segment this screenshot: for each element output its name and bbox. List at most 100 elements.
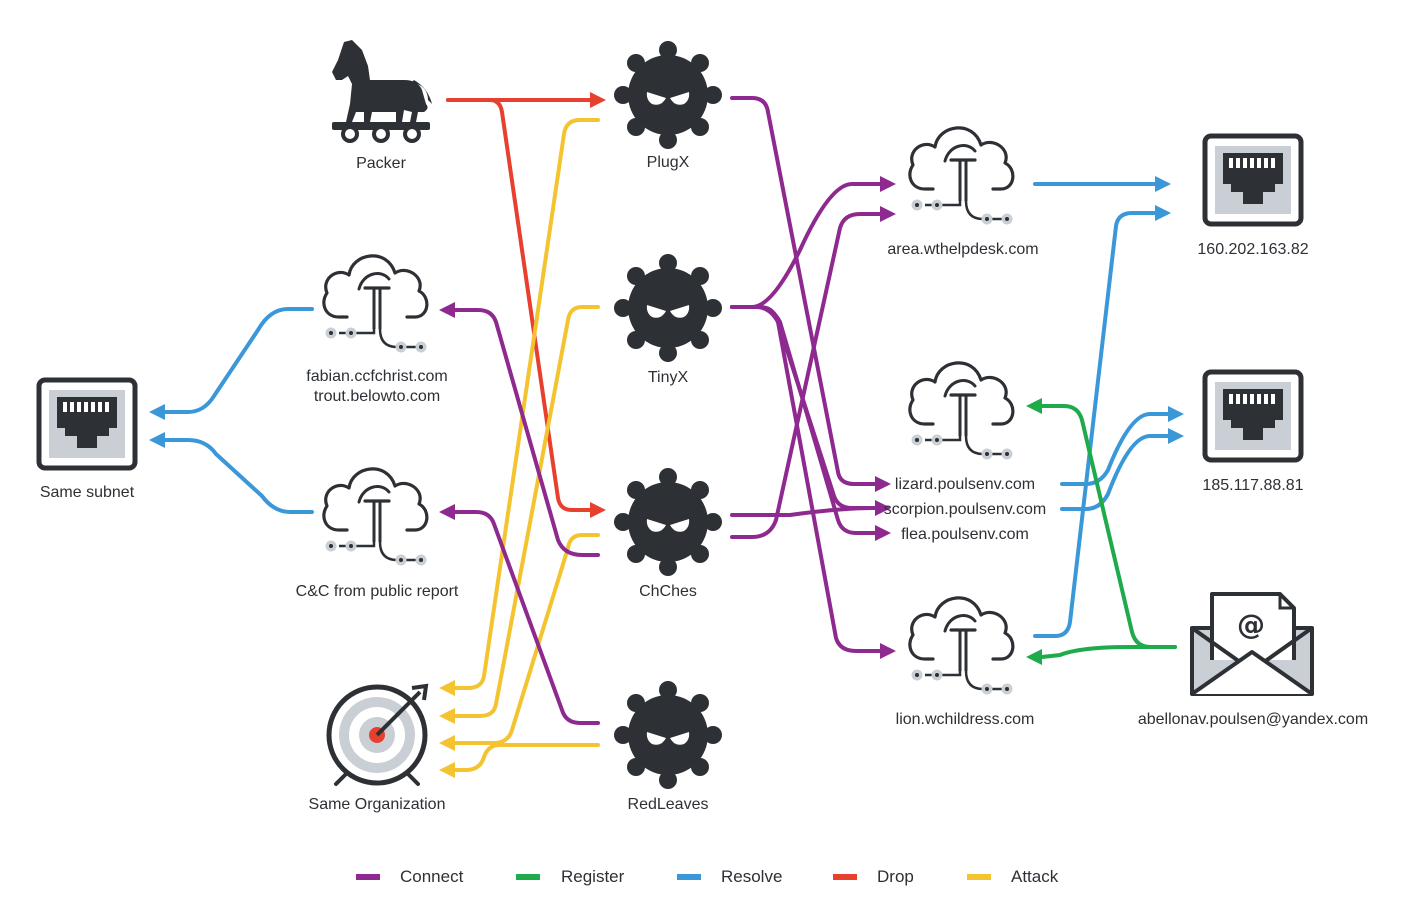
legend-swatch [833, 874, 857, 880]
arrowhead [1026, 398, 1042, 414]
arrowhead [439, 762, 455, 778]
edge-register-email-lizard [1040, 404, 1177, 649]
arrowhead [439, 680, 455, 696]
node-label-line1: fabian.ccfchrist.com [306, 368, 447, 385]
edge-connect-tinyx-lion [730, 305, 882, 653]
node-lion[interactable]: lion.wchildress.com [896, 596, 1035, 728]
node-label: lion.wchildress.com [896, 711, 1035, 728]
legend-swatch [516, 874, 540, 880]
node-same-subnet[interactable]: Same subnet [39, 380, 135, 501]
arrowhead [875, 476, 891, 492]
arrowhead [590, 92, 606, 108]
legend-item-connect: Connect [356, 867, 464, 886]
edge-attack-plugx-org [453, 118, 600, 690]
edge-resolve-lion-ip1 [1033, 211, 1157, 638]
node-label: area.wthelpdesk.com [887, 241, 1038, 258]
node-ip1[interactable]: 160.202.163.82 [1197, 136, 1309, 258]
edge-attack-chches-org [453, 533, 600, 745]
legend-swatch [677, 874, 701, 880]
edge-resolve-cc-subnet [163, 438, 314, 514]
node-email[interactable]: @ abellonav.poulsen@yandex.com [1138, 592, 1368, 728]
edge-connect-plugx-lizard [730, 96, 877, 486]
legend-swatch [356, 874, 380, 880]
arrowhead [439, 708, 455, 724]
edge-connect-tinyx-flea [730, 305, 877, 535]
node-plugx[interactable]: PlugX [614, 41, 722, 171]
node-label-line1: lizard.poulsenv.com [895, 476, 1035, 493]
cloud-domain-icon [908, 596, 1015, 697]
node-fabian[interactable]: fabian.ccfchrist.com trout.belowto.com [306, 254, 448, 405]
edges [163, 96, 1177, 772]
node-packer[interactable]: Packer [332, 40, 432, 172]
node-label: abellonav.poulsen@yandex.com [1138, 711, 1368, 728]
node-label: C&C from public report [296, 583, 459, 600]
malware-icon [614, 41, 722, 149]
edge-register-email-lion [1040, 645, 1177, 659]
legend-swatch [967, 874, 991, 880]
node-label-line3: flea.poulsenv.com [901, 526, 1029, 543]
arrowhead [1168, 428, 1184, 444]
edge-attack-tinyx-org [453, 305, 600, 718]
malware-icon [614, 468, 722, 576]
arrowhead [1026, 649, 1042, 665]
arrowhead [439, 504, 455, 520]
malware-icon [614, 254, 722, 362]
edge-resolve-fabian-subnet [163, 307, 314, 414]
edge-connect-tinyx-area [730, 182, 882, 309]
email-envelope-icon: @ [1190, 592, 1314, 696]
arrowhead [1155, 205, 1171, 221]
arrowhead [439, 735, 455, 751]
arrowhead [149, 404, 165, 420]
edge-connect-chches-scorpion [730, 506, 877, 517]
node-same-organization[interactable]: Same Organization [309, 683, 446, 813]
node-lizard-group[interactable]: lizard.poulsenv.com scorpion.poulsenv.co… [884, 361, 1046, 543]
node-label-line2: trout.belowto.com [314, 388, 440, 405]
edge-resolve-scorpion-ip2 [1060, 434, 1170, 511]
node-label: Same Organization [309, 796, 446, 813]
arrowhead [590, 502, 606, 518]
node-cc-public-report[interactable]: C&C from public report [296, 467, 459, 600]
cloud-domain-icon [908, 361, 1015, 462]
legend-label: Drop [877, 867, 914, 886]
cloud-domain-icon [908, 126, 1015, 227]
node-area[interactable]: area.wthelpdesk.com [887, 126, 1039, 258]
node-ip2[interactable]: 185.117.88.81 [1202, 372, 1304, 494]
node-label: 160.202.163.82 [1197, 241, 1308, 258]
arrowhead [875, 500, 891, 516]
network-port-icon [39, 380, 135, 468]
cloud-domain-icon [322, 467, 429, 568]
legend-item-resolve: Resolve [677, 867, 782, 886]
node-label: ChChes [639, 583, 697, 600]
edge-drop-packer-chches [446, 98, 592, 512]
legend-item-register: Register [516, 867, 625, 886]
legend: Connect Register Resolve Drop Attack [356, 867, 1059, 886]
arrowhead [1155, 176, 1171, 192]
node-label: Packer [356, 155, 406, 172]
legend-label: Connect [400, 867, 464, 886]
edge-connect-chches-fabian [453, 308, 600, 557]
arrowhead [875, 525, 891, 541]
network-port-icon [1205, 372, 1301, 460]
legend-label: Register [561, 867, 625, 886]
node-label-line2: scorpion.poulsenv.com [884, 501, 1046, 518]
node-tinyx[interactable]: TinyX [614, 254, 722, 386]
node-redleaves[interactable]: RedLeaves [614, 681, 722, 813]
node-label: RedLeaves [628, 796, 709, 813]
legend-item-drop: Drop [833, 867, 914, 886]
node-chches[interactable]: ChChes [614, 468, 722, 600]
node-label: Same subnet [40, 484, 135, 501]
arrowhead [880, 206, 896, 222]
arrowheads [149, 92, 1184, 778]
edge-connect-redleaves-cc [453, 510, 600, 725]
malware-icon [614, 681, 722, 789]
cloud-domain-icon [322, 254, 429, 355]
edge-attack-redleaves-org [453, 743, 600, 772]
arrowhead [880, 643, 896, 659]
edge-connect-chches-area [730, 212, 882, 539]
edge-resolve-lizard-ip2 [1060, 412, 1170, 486]
trojan-horse-icon [332, 40, 432, 143]
arrowhead [880, 176, 896, 192]
node-label: PlugX [647, 154, 690, 171]
legend-item-attack: Attack [967, 867, 1059, 886]
